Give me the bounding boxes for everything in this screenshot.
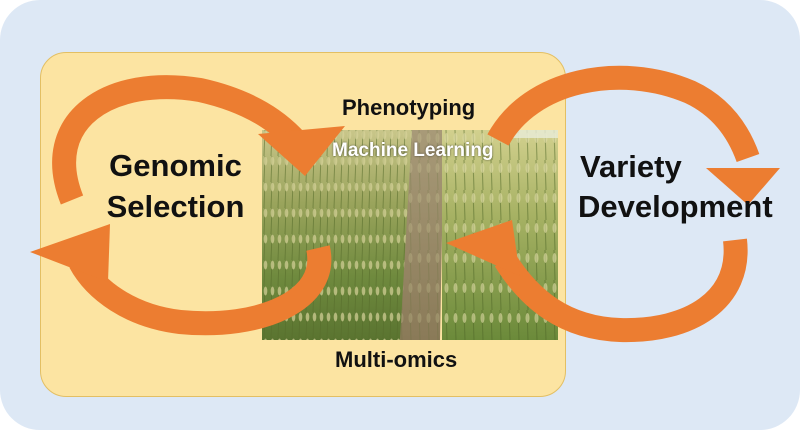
multi-omics-label: Multi-omics — [335, 347, 458, 372]
variety-development-line2: Development — [578, 189, 773, 224]
right-bottom-arrow — [494, 238, 748, 343]
left-top-arrowhead — [258, 126, 345, 176]
genomic-selection-label: Genomic Selection — [98, 145, 253, 227]
variety-development-label: Variety Development — [578, 147, 793, 227]
left-bottom-arrow — [69, 245, 332, 336]
left-bottom-arrowhead — [30, 224, 110, 282]
right-top-arrow — [487, 65, 760, 163]
right-bottom-arrowhead — [446, 220, 520, 276]
machine-learning-label: Machine Learning — [332, 140, 494, 161]
left-top-arrow — [52, 75, 304, 205]
variety-development-line1: Variety — [580, 149, 682, 184]
genomic-selection-line1: Genomic — [109, 148, 242, 183]
genomic-selection-line2: Selection — [106, 189, 245, 224]
phenotyping-label: Phenotyping — [342, 95, 476, 120]
right-top-arrowhead — [706, 168, 780, 205]
